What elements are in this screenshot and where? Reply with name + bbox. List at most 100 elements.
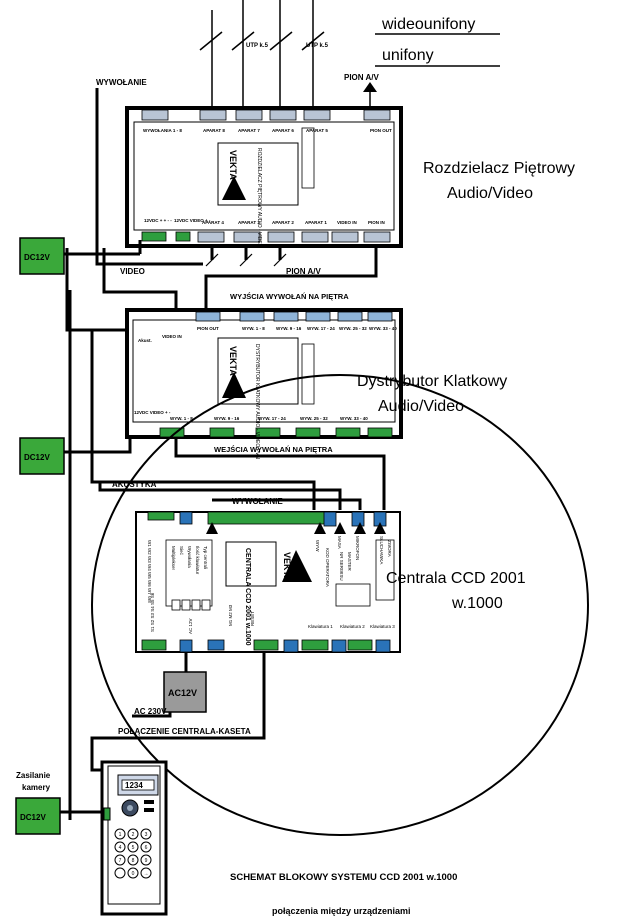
rozdzielacz-top-label: WYWOŁANIA 1 - 8 xyxy=(143,128,182,133)
dystrybutor-top-label: WYW. 33 - 40 xyxy=(369,326,397,331)
dc12v-box-1: DC12V xyxy=(19,237,65,275)
ac12v-box: AC12V xyxy=(163,671,207,713)
pion-av-top-label: PION A/V xyxy=(344,73,379,82)
wires-lower xyxy=(68,290,386,820)
kod-operatora-label: KOD OPERATORA xyxy=(325,548,330,587)
sluchawka-label: SŁUCHAWKA xyxy=(379,536,384,564)
rozdzielacz-bottom-label: APARAT 1 xyxy=(305,220,327,225)
dystrybutor-bottom-label: WYW. 33 - 40 xyxy=(340,416,368,421)
rozdzielacz-bottom-label: APARAT 4 xyxy=(202,220,224,225)
utp-label-1: UTP k.5 xyxy=(246,43,269,49)
keypad-key[interactable] xyxy=(140,867,152,879)
dystrybutor-title-1: Dystrybutor Klatkowy xyxy=(357,373,507,390)
rozdzielacz-device: VEKTA ROZDZIELACZ PIĘTROWY AUDIO - VIDEO xyxy=(125,106,403,248)
dystrybutor-port-labels: PION OUT WYW. 1 - 8 WYW. 9 - 16 WYW. 17 … xyxy=(134,326,397,421)
keypad-key-label: 1 xyxy=(119,832,122,838)
rozdzielacz-bottom-label: VIDEO IN xyxy=(337,220,357,225)
keypad-key-label: 6 xyxy=(145,845,148,851)
centrala-circle xyxy=(91,374,589,836)
dc12v-box-2: DC12V xyxy=(19,437,65,475)
rozdzielacz-logo: VEKTA xyxy=(228,150,238,180)
wyw-label: WYW xyxy=(315,540,320,552)
siec-label: Sieć xyxy=(179,546,184,556)
keypad-key-label: → xyxy=(144,871,149,877)
rozdzielacz-top-label: APARAT 6 xyxy=(272,128,294,133)
rozdzielacz-top-label: APARAT 7 xyxy=(238,128,260,133)
kamery-label: kamery xyxy=(22,783,51,792)
zwora-label: ZWORA xyxy=(387,540,392,557)
mikrofon-label: MIKROFON xyxy=(355,536,360,560)
footer-subtitle: połączenia między urządzeniami xyxy=(272,906,411,916)
ac230-label: AC 230V xyxy=(134,707,167,716)
dystrybutor-top-label: PION OUT xyxy=(197,326,219,331)
rozdzielacz-port-labels: WYWOŁANIA 1 - 8 APARAT 8 APARAT 7 APARAT… xyxy=(143,128,392,225)
keypad-key-label: 2 xyxy=(132,832,135,838)
wejscia-label: WEJŚCIA WYWOŁAŃ NA PIĘTRA xyxy=(214,445,333,454)
wideounifony-label: wideounifony xyxy=(381,16,475,33)
rozdzielacz-bottom-label: APARAT 3 xyxy=(238,220,260,225)
keypad-key[interactable] xyxy=(140,854,152,866)
multiplekser-label: Multiplekser xyxy=(171,546,176,571)
ac-wires xyxy=(90,652,266,772)
keypad-key[interactable] xyxy=(127,828,139,840)
dystrybutor-device: VEKTA DYSTRYBUTOR KLATKOWY AUDIO - VIDEO… xyxy=(125,308,403,459)
keypad-key-label: 7 xyxy=(119,858,122,864)
dystrybutor-title-2: Audio/Video xyxy=(378,398,464,415)
klawiatura-2-label: Klawiatura 2 xyxy=(340,624,365,629)
keypad-key[interactable] xyxy=(114,867,126,879)
keypad-key[interactable] xyxy=(127,841,139,853)
dc12v-label: DC12V xyxy=(24,253,50,262)
keypad-key-label: 5 xyxy=(132,845,135,851)
dystrybutor-left-label: VIDEO IN xyxy=(162,334,182,339)
centrala-title-1: Centrala CCD 2001 xyxy=(386,570,526,587)
keypad-key-label: 3 xyxy=(145,832,148,838)
keypad-key[interactable] xyxy=(127,867,139,879)
rozdzielacz-top-label: APARAT 5 xyxy=(306,128,328,133)
rozdzielacz-top-label: PION OUT xyxy=(370,128,392,133)
rozdzielacz-bottom-label: PION IN xyxy=(368,220,385,225)
rozdzielacz-bottom-label: 12VDC + + - - xyxy=(144,218,172,223)
wires-upper xyxy=(65,88,378,332)
masa-label: MASA xyxy=(337,536,342,549)
rozdzielacz-title-2: Audio/Video xyxy=(447,185,533,202)
kaseta-display: 1234 xyxy=(125,781,143,790)
keypad-key[interactable] xyxy=(127,854,139,866)
master-label: MASTER xyxy=(347,552,352,572)
pion-av-mid-label: PION A/V xyxy=(286,267,321,276)
keypad-key[interactable] xyxy=(140,828,152,840)
wywolanie-top-label: WYWOŁANIE xyxy=(96,78,147,87)
rozdzielacz-inner-text: ROZDZIELACZ PIĘTROWY AUDIO - VIDEO xyxy=(256,148,262,248)
dystrybutor-bottom-label: WYW. 17 - 24 xyxy=(258,416,286,421)
centrala-inner-title: CENTRALA CCD 2001 w.1000 xyxy=(244,548,251,646)
akustyka-label: AKUSTYKA xyxy=(112,480,157,489)
dystrybutor-bottom-label: WYW. 1 - 8 xyxy=(170,416,193,421)
keypad-key[interactable] xyxy=(114,854,126,866)
keypad-key-label: 4 xyxy=(119,845,122,851)
rozdzielacz-top-label: APARAT 8 xyxy=(203,128,225,133)
dystrybutor-bottom-label: WYW. 9 - 16 xyxy=(214,416,240,421)
dystrybutor-top-label: WYW. 25 - 32 xyxy=(339,326,367,331)
centrala-logo: VEKTA xyxy=(282,552,292,582)
keypad-key-label: 8 xyxy=(132,858,135,864)
wywolanie-centrala-label: WYWOŁANIE xyxy=(232,497,283,506)
centrala-device: CENTRALA CCD 2001 w.1000 VEKTA Klawiatur… xyxy=(135,511,401,653)
keypad-key[interactable] xyxy=(114,841,126,853)
dystrybutor-top-label: WYW. 1 - 8 xyxy=(242,326,265,331)
pion-arrow xyxy=(363,82,377,92)
keypad-key[interactable] xyxy=(140,841,152,853)
dystrybutor-inner-text: DYSTRYBUTOR KLATKOWY AUDIO - VIDEO PVN xyxy=(254,344,260,459)
keypad-key-label: 0 xyxy=(132,871,135,877)
zasilanie-label: Zasilanie xyxy=(16,771,51,780)
keypad-key[interactable] xyxy=(114,828,126,840)
w-ports-label: W1 W2 W3 W4 W5 W6 W7 W8 xyxy=(147,540,152,603)
ilosc-klawiatur-label: Ilość klawiatur xyxy=(195,546,200,575)
ac12v-label: AC12V xyxy=(168,688,197,698)
typ-centrali-label: Typ centrali xyxy=(203,546,208,569)
dystrybutor-top-label: WYW. 9 - 16 xyxy=(276,326,302,331)
dystrybutor-logo: VEKTA xyxy=(228,346,238,376)
video-wire-label: VIDEO xyxy=(120,267,145,276)
nr-serwisu-label: NR SERWISU xyxy=(339,552,344,581)
rozdzielacz-bottom-label: APARAT 2 xyxy=(272,220,294,225)
